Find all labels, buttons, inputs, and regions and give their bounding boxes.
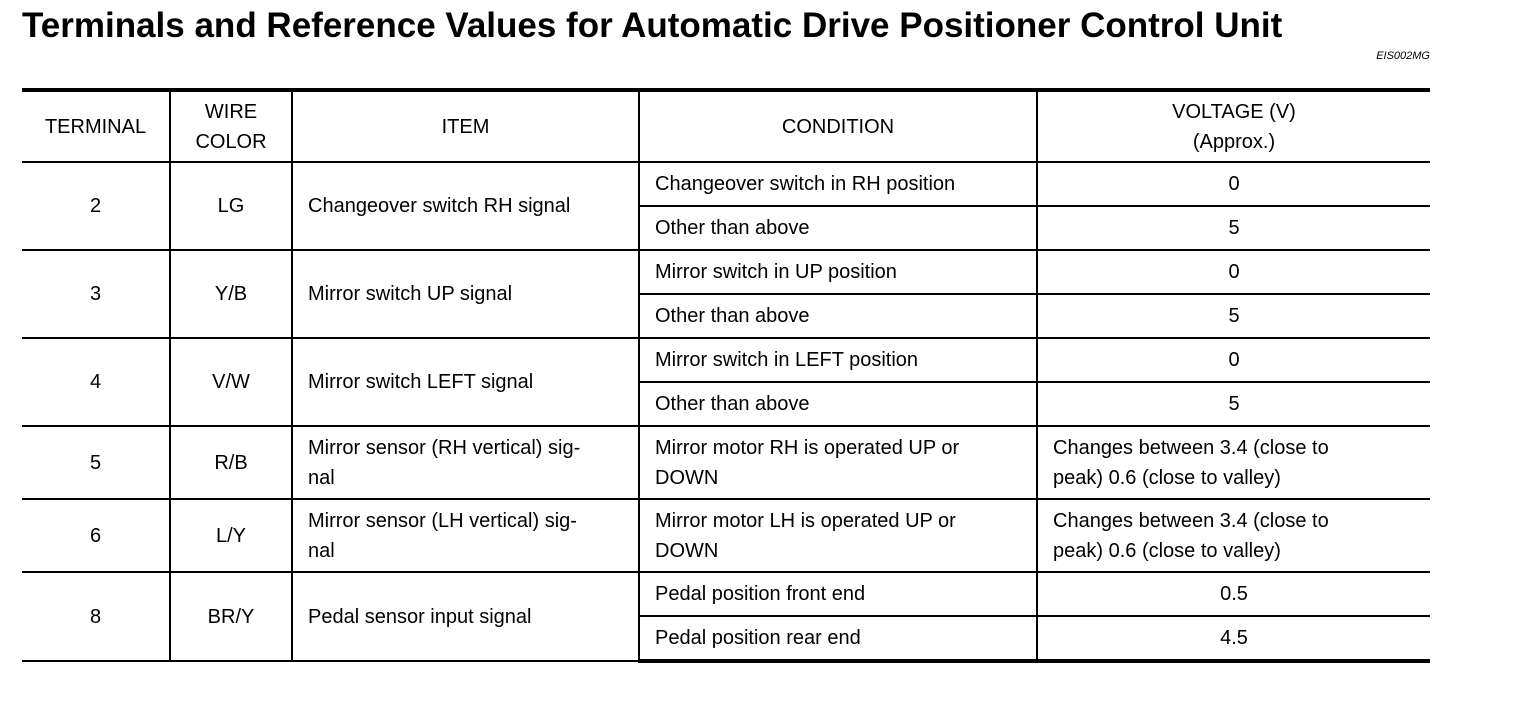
terminal-cell: 3: [22, 249, 171, 339]
table-row: Other than above 5: [22, 381, 1430, 427]
table-row: 6 L/Y Mirror sensor (LH vertical) sig-na…: [22, 498, 1430, 573]
condition-cell: Changeover switch in RH position: [638, 161, 1038, 207]
voltage-cell: 4.5: [1036, 615, 1430, 663]
condition-cell: Other than above: [639, 205, 1038, 251]
voltage-cell: 0.5: [1036, 571, 1430, 617]
terminal-cell: 2: [22, 161, 171, 251]
voltage-cell: 5: [1036, 381, 1430, 427]
condition-cell: Pedal position rear end: [639, 615, 1038, 663]
item-cell: Mirror sensor (LH vertical) sig-nal: [291, 498, 640, 573]
terminal-cell: 8: [22, 571, 171, 662]
header-terminal: TERMINAL: [22, 88, 171, 163]
table-row: 3 Y/B Mirror switch UP signal Mirror swi…: [22, 249, 1430, 339]
table-body: 2 LG Changeover switch RH signal Changeo…: [22, 161, 1430, 663]
page-title: Terminals and Reference Values for Autom…: [22, 6, 1283, 45]
condition-cell: Mirror switch in LEFT position: [638, 337, 1038, 383]
condition-cell: Other than above: [639, 293, 1038, 339]
wire-color-cell: BR/Y: [169, 571, 293, 662]
item-cell: Mirror sensor (RH vertical) sig-nal: [291, 425, 640, 500]
header-item: ITEM: [291, 88, 640, 163]
wire-color-cell: LG: [169, 161, 293, 251]
wire-color-cell: V/W: [169, 337, 293, 427]
table-row: Other than above 5: [22, 205, 1430, 251]
terminal-cell: 4: [22, 337, 171, 427]
table-row: 8 BR/Y Pedal sensor input signal Pedal p…: [22, 571, 1430, 662]
wire-color-cell: Y/B: [169, 249, 293, 339]
table-row: 4 V/W Mirror switch LEFT signal Mirror s…: [22, 337, 1430, 427]
table-row: Other than above 5: [22, 293, 1430, 339]
table-row: 2 LG Changeover switch RH signal Changeo…: [22, 161, 1430, 251]
condition-cell: Pedal position front end: [638, 571, 1038, 617]
table-row: 5 R/B Mirror sensor (RH vertical) sig-na…: [22, 425, 1430, 500]
item-cell: Mirror switch UP signal: [291, 249, 640, 339]
condition-cell: Mirror switch in UP position: [638, 249, 1038, 295]
wire-color-cell: R/B: [169, 425, 293, 500]
voltage-cell: 5: [1036, 205, 1430, 251]
voltage-cell: 0: [1036, 249, 1430, 295]
item-cell: Mirror switch LEFT signal: [291, 337, 640, 427]
terminal-cell: 6: [22, 498, 171, 573]
wire-color-cell: L/Y: [169, 498, 293, 573]
document-code: EIS002MG: [1376, 50, 1430, 62]
header-condition: CONDITION: [638, 88, 1038, 163]
voltage-cell: 0: [1036, 161, 1430, 207]
item-cell: Changeover switch RH signal: [291, 161, 640, 251]
voltage-cell: 5: [1036, 293, 1430, 339]
condition-cell: Other than above: [639, 381, 1038, 427]
terminal-cell: 5: [22, 425, 171, 500]
voltage-cell: 0: [1036, 337, 1430, 383]
item-cell: Pedal sensor input signal: [291, 571, 640, 662]
header-voltage: VOLTAGE (V)(Approx.): [1036, 88, 1430, 163]
table-row: Pedal position rear end 4.5: [22, 615, 1430, 663]
